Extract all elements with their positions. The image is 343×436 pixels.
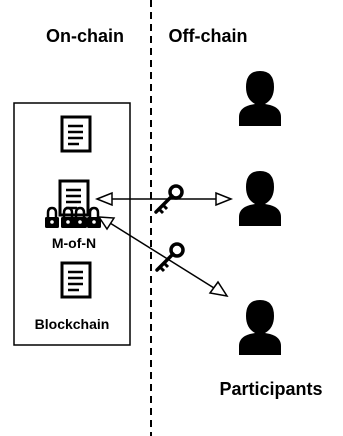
blockchain-label: Blockchain <box>35 316 110 332</box>
document-icon <box>60 261 92 299</box>
m-of-n-label: M-of-N <box>52 235 96 251</box>
off-chain-heading: Off-chain <box>169 26 248 46</box>
on-chain-heading: On-chain <box>46 26 124 46</box>
padlock-icon <box>43 206 61 230</box>
blockchain-box <box>13 102 131 346</box>
participants-label: Participants <box>219 379 322 399</box>
document-icon <box>60 115 92 153</box>
person-icon <box>239 71 281 126</box>
person-icon <box>239 300 281 355</box>
horizontal-arrow <box>94 191 234 207</box>
diagonal-arrow <box>97 216 229 298</box>
person-icon <box>239 171 281 226</box>
